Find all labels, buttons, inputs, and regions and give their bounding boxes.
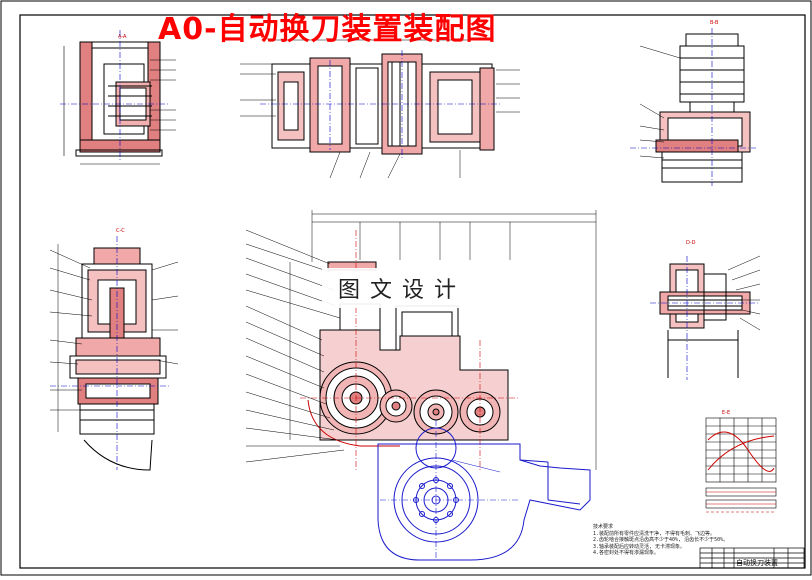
notes-heading: 技术要求 <box>593 524 614 530</box>
section-label-d: D-D <box>686 240 696 246</box>
note-line-4: 4.各密封处不得有渗漏现象。 <box>593 550 660 556</box>
note-line-2: 2.齿轮啮合接触斑点沿齿高不少于40%, 沿齿长不少于50%。 <box>593 537 729 543</box>
view-spindle-section: C-C <box>49 228 179 471</box>
drawing-title: A0-自动换刀装置装配图 <box>158 12 497 47</box>
view-side-section: D-D <box>650 240 761 380</box>
view-gearbox-section <box>240 39 520 179</box>
section-label-e: E-E <box>722 410 730 416</box>
technical-notes: 技术要求 1.装配前所有零件应清洗干净, 不得有毛刺、飞边等。 2.齿轮啮合接触… <box>593 524 728 557</box>
note-line-3: 3.轴承装配后应转动灵活, 无卡滞现象。 <box>593 543 686 550</box>
section-label-a: A-A <box>118 34 127 40</box>
section-label-b: B-B <box>710 20 719 26</box>
view-housing-section: A-A <box>60 30 176 165</box>
view-motor: B-B <box>630 20 756 186</box>
view-main-assembly <box>245 210 597 470</box>
view-base-plan <box>377 420 591 561</box>
note-line-1: 1.装配前所有零件应清洗干净, 不得有毛刺、飞边等。 <box>593 530 716 537</box>
view-characteristic-chart: E-E <box>705 410 777 513</box>
inner-frame <box>19 14 806 569</box>
watermark: 图文设计 <box>322 268 482 308</box>
title-block-name: 自动换刀装置 <box>736 559 778 567</box>
title-block <box>699 547 805 569</box>
section-label-c: C-C <box>116 228 125 234</box>
